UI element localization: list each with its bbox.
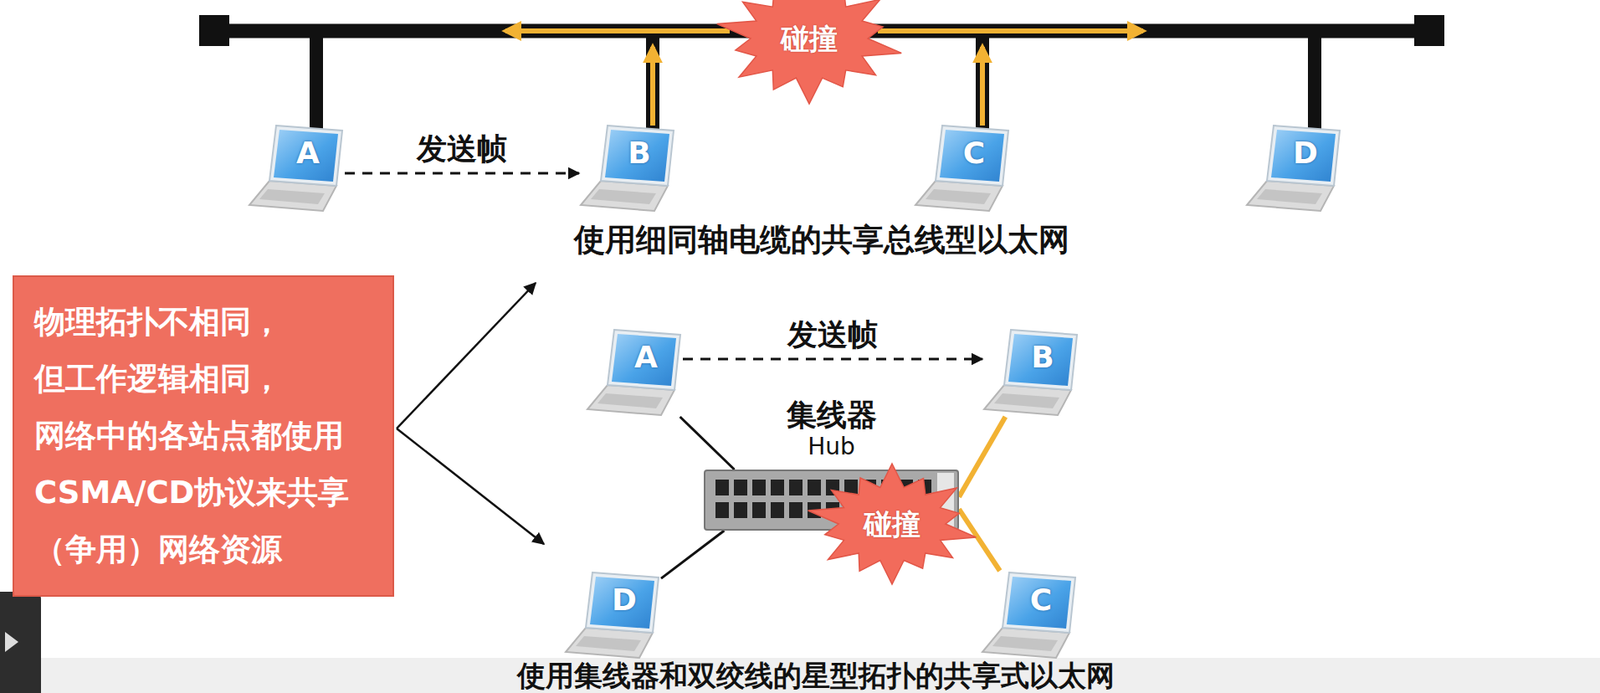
laptop-icon	[579, 123, 677, 213]
signal-arrow	[650, 46, 656, 126]
laptop-screen	[1008, 333, 1073, 386]
hub-port	[752, 479, 766, 496]
laptop-lid	[607, 329, 681, 390]
station-letter: A	[634, 339, 658, 375]
laptop-keyboard	[925, 189, 991, 205]
station-letter: C	[1030, 582, 1052, 618]
laptop: A	[585, 328, 683, 417]
laptop: B	[579, 123, 677, 213]
play-icon	[5, 631, 19, 652]
hub-port	[807, 479, 821, 496]
frame-arrow	[344, 172, 580, 175]
hub-port	[789, 479, 803, 496]
hub-port	[733, 502, 748, 518]
laptop-lid	[269, 125, 343, 186]
hub-heading: 集线器Hub	[636, 397, 1026, 462]
signal-arrow	[979, 46, 985, 126]
laptop-icon	[980, 570, 1078, 660]
laptop-screen	[611, 333, 677, 386]
note-box: 物理拓扑不相同， 但工作逻辑相同， 网络中的各站点都使用 CSMA/CD协议来共…	[12, 275, 395, 597]
hub-port	[715, 479, 729, 496]
play-button	[0, 591, 42, 693]
laptop-lid	[1002, 572, 1076, 633]
collision-burst: 碰撞	[804, 461, 980, 586]
laptop-icon	[247, 123, 345, 213]
edge-label: 发送帧	[784, 316, 882, 353]
cable	[958, 416, 1006, 498]
diagram-caption: 使用集线器和双绞线的星型拓扑的共享式以太网	[517, 660, 1115, 692]
laptop-screen	[1271, 129, 1336, 182]
laptop-icon	[585, 328, 683, 417]
laptop-lid	[1004, 329, 1077, 390]
hub-label: Hub	[636, 432, 1026, 462]
laptop: C	[980, 570, 1078, 660]
laptop: B	[982, 328, 1080, 417]
laptop-keyboard	[994, 393, 1060, 409]
laptop: A	[247, 123, 345, 213]
hub-port	[752, 502, 766, 518]
signal-arrow	[505, 28, 730, 34]
bus-drop	[975, 30, 990, 132]
laptop-icon	[982, 328, 1080, 417]
hub-port	[789, 502, 803, 518]
hub-port	[733, 479, 748, 496]
diagram-caption: 使用细同轴电缆的共享总线型以太网	[574, 223, 1070, 258]
station-letter: B	[627, 135, 651, 171]
laptop: D	[564, 570, 662, 660]
laptop-keyboard	[992, 635, 1058, 652]
terminator	[1414, 15, 1445, 47]
bus-drop	[1307, 30, 1322, 132]
laptop-keyboard	[1256, 189, 1323, 205]
laptop-lid	[935, 125, 1009, 186]
laptop-screen	[605, 129, 670, 182]
cable	[680, 416, 735, 470]
terminator	[199, 15, 230, 47]
pointer-arrow	[396, 282, 536, 429]
laptop-screen	[589, 576, 655, 629]
collision-label: 碰撞	[780, 21, 838, 56]
laptop: C	[913, 123, 1011, 213]
laptop-screen	[273, 129, 339, 182]
burst-outline	[717, 0, 902, 104]
laptop-keyboard	[597, 393, 663, 409]
signal-arrow	[877, 28, 1144, 34]
edge-label: 发送帧	[413, 130, 511, 167]
cable	[661, 530, 724, 579]
hub-label: 集线器	[636, 397, 1026, 433]
hub-port	[770, 479, 785, 496]
station-letter: C	[963, 135, 985, 171]
station-letter: D	[1292, 135, 1318, 171]
station-letter: D	[611, 582, 637, 618]
laptop-keyboard	[575, 635, 642, 652]
laptop-lid	[600, 125, 674, 186]
laptop-screen	[939, 129, 1005, 182]
laptop-icon	[913, 123, 1011, 213]
collision-burst: 碰撞	[712, 0, 906, 106]
pointer-arrow	[396, 428, 544, 544]
frame-arrow	[682, 358, 983, 361]
burst-outline	[808, 463, 977, 585]
station-letter: B	[1030, 339, 1054, 375]
note-text: 物理拓扑不相同， 但工作逻辑相同， 网络中的各站点都使用 CSMA/CD协议来共…	[34, 293, 373, 579]
laptop-screen	[1006, 576, 1072, 629]
hub-port	[715, 502, 729, 518]
laptop: D	[1245, 123, 1343, 213]
station-letter: A	[296, 135, 320, 171]
cable	[958, 508, 1000, 571]
laptop-keyboard	[590, 189, 657, 205]
laptop-lid	[1266, 125, 1340, 186]
bus-drop	[309, 30, 324, 132]
hub-port	[770, 502, 785, 518]
bus-drop	[646, 30, 660, 132]
collision-label: 碰撞	[863, 507, 921, 541]
bottom-band	[0, 657, 1600, 693]
laptop-lid	[585, 572, 659, 633]
laptop-keyboard	[259, 189, 325, 205]
